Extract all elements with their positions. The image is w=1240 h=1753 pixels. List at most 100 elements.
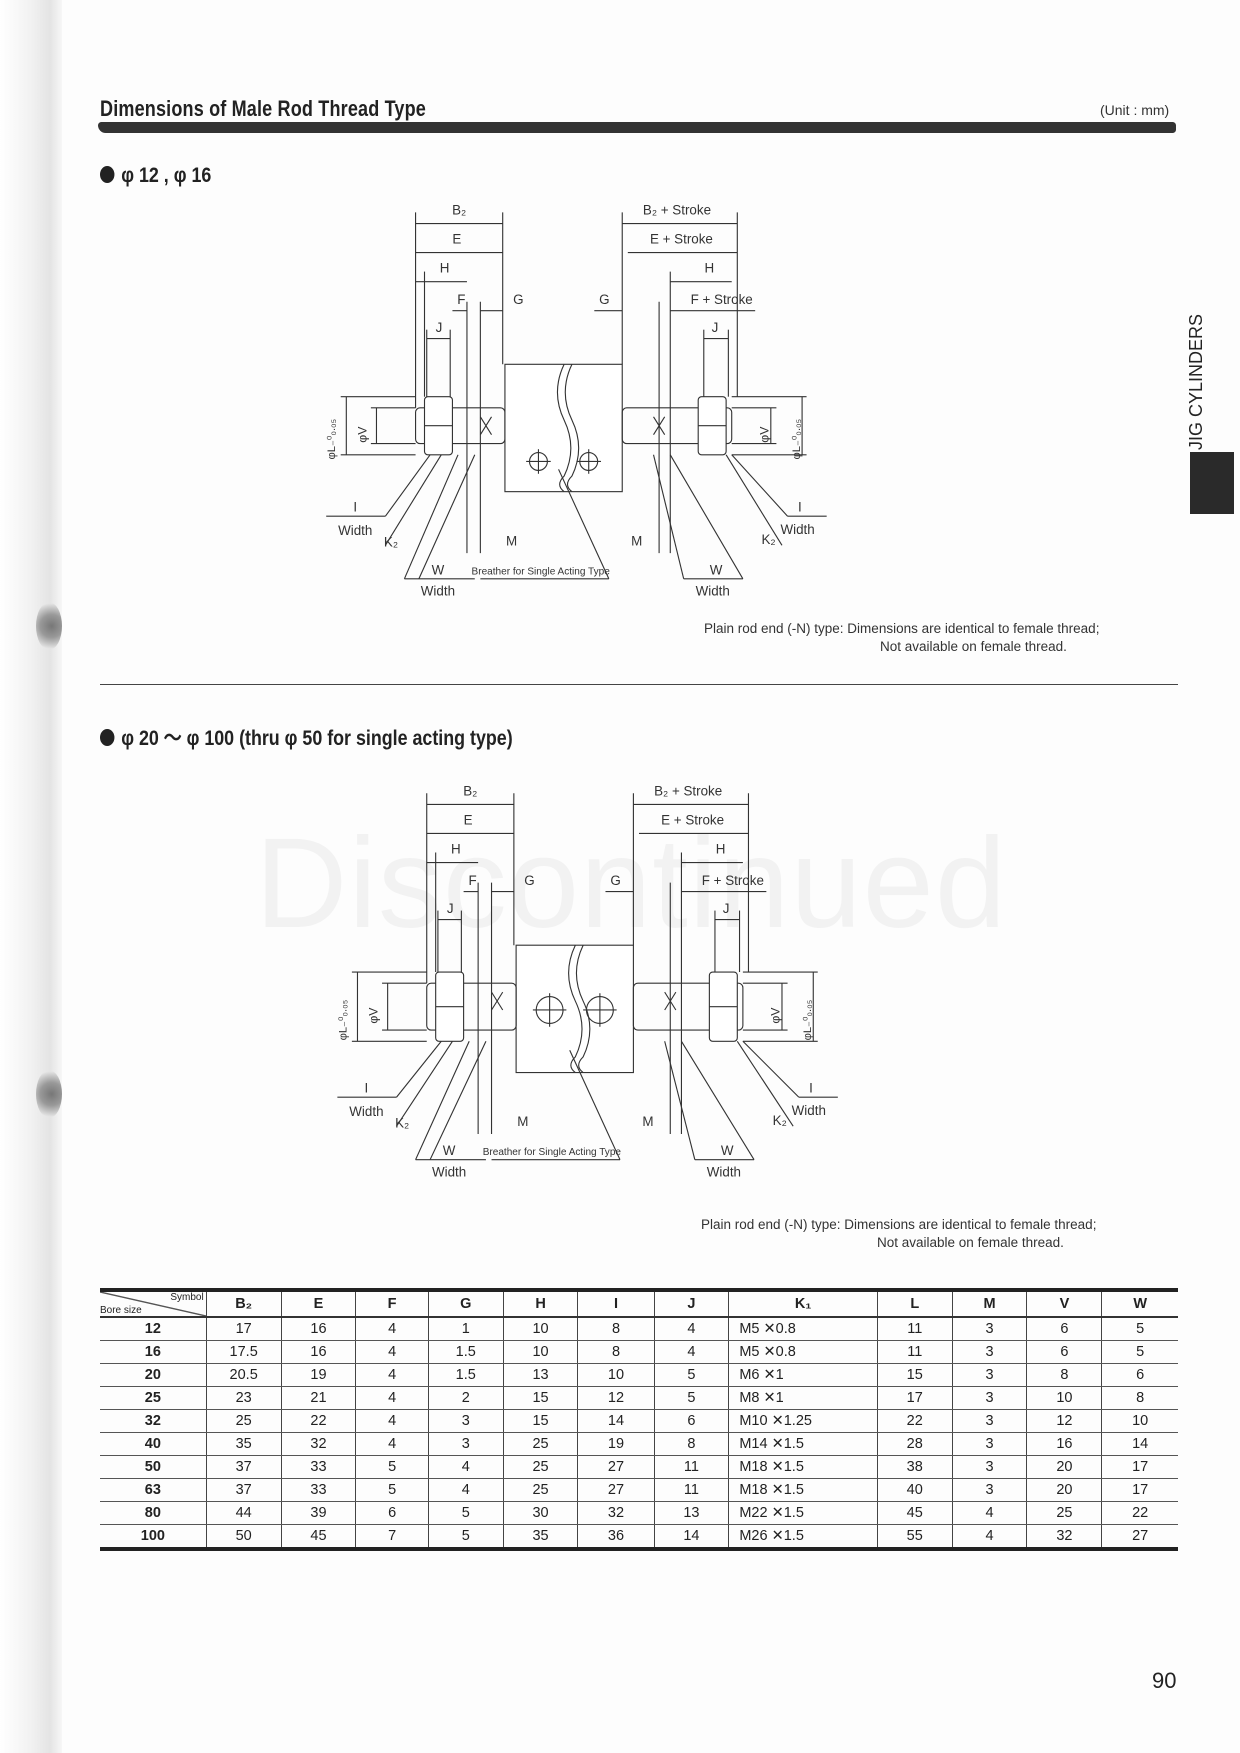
label-j: J xyxy=(712,320,719,335)
wrench-flat-icon xyxy=(479,416,493,435)
table-cell: 5 xyxy=(427,1501,504,1525)
label-b2-stroke: B₂ + Stroke xyxy=(643,203,711,218)
table-cell: M14 ✕1.5 xyxy=(728,1432,878,1456)
label-j: J xyxy=(436,320,443,335)
table-cell: 15 xyxy=(876,1363,953,1387)
leader-line xyxy=(680,1040,755,1160)
table-cell: 14 xyxy=(1101,1432,1178,1456)
table-cell: 10 xyxy=(502,1340,578,1364)
table-cell: M26 ✕1.5 xyxy=(728,1524,878,1550)
column-header: M xyxy=(951,1290,1027,1318)
table-cell: M18 ✕1.5 xyxy=(728,1455,878,1479)
table-cell: 13 xyxy=(653,1501,729,1525)
label-b2: B₂ xyxy=(463,784,477,799)
table-cell: 36 xyxy=(577,1524,655,1550)
bore-size-cell: 40 xyxy=(100,1432,207,1456)
table-cell: 10 xyxy=(1026,1386,1102,1410)
table-cell: 3 xyxy=(427,1409,504,1433)
label-m: M xyxy=(642,1114,653,1129)
leader-line xyxy=(429,1041,487,1160)
column-header: G xyxy=(427,1290,504,1318)
leader-line xyxy=(403,454,459,580)
label-m: M xyxy=(506,533,517,548)
table-cell: 5 xyxy=(355,1455,429,1479)
wrench-flat-icon xyxy=(491,991,504,1011)
leader-line xyxy=(725,454,783,546)
binder-hole xyxy=(36,602,62,650)
table-cell: 13 xyxy=(502,1363,578,1387)
table-cell: 5 xyxy=(653,1386,729,1410)
label-phi-v: φV xyxy=(355,426,369,443)
bullet-icon xyxy=(100,729,115,746)
leader-line xyxy=(418,454,476,580)
bullet-icon xyxy=(100,166,115,183)
table-cell: 11 xyxy=(876,1340,953,1364)
bore-size-cell: 63 xyxy=(100,1478,207,1502)
port-icon xyxy=(585,996,614,1024)
table-cell: 8 xyxy=(1101,1386,1178,1410)
table-cell: 17 xyxy=(1101,1455,1178,1479)
bore-size-cell: 100 xyxy=(100,1524,207,1550)
table-cell: 6 xyxy=(1026,1340,1102,1364)
table-cell: 6 xyxy=(653,1409,729,1433)
label-phi-v: φV xyxy=(367,1007,381,1024)
label-k2: K₂ xyxy=(384,534,398,549)
table-cell: 37 xyxy=(205,1478,282,1502)
column-header: J xyxy=(653,1290,729,1318)
leader-line xyxy=(558,469,610,580)
label-b2-stroke: B₂ + Stroke xyxy=(654,784,722,799)
table-cell: 40 xyxy=(876,1478,953,1502)
table-cell: 10 xyxy=(1101,1409,1178,1433)
table-cell: 3 xyxy=(951,1455,1027,1479)
column-header: E xyxy=(280,1290,356,1318)
side-tab-label: JIG CYLINDERS xyxy=(1186,313,1206,450)
table-cell: 14 xyxy=(653,1524,729,1550)
column-header: L xyxy=(876,1290,953,1318)
table-cell: 45 xyxy=(280,1524,356,1550)
leader-line xyxy=(396,1040,453,1127)
table-cell: 3 xyxy=(951,1363,1027,1387)
table-cell: 30 xyxy=(502,1501,578,1525)
table-cell: 27 xyxy=(577,1478,655,1502)
table-cell: 4 xyxy=(653,1317,729,1341)
label-i: I xyxy=(809,1081,813,1096)
table-cell: 17.5 xyxy=(205,1340,282,1364)
piston-rod-right xyxy=(621,407,733,445)
wrench-flat-icon xyxy=(653,416,666,435)
column-header: W xyxy=(1101,1290,1178,1318)
bore-size-cell: 16 xyxy=(100,1340,207,1364)
piston-rod-right xyxy=(632,982,744,1031)
break-line xyxy=(575,944,591,1074)
table-cell: 19 xyxy=(577,1432,655,1456)
table-cell: 1.5 xyxy=(427,1363,504,1387)
table-cell: 11 xyxy=(653,1455,729,1479)
table-cell: 32 xyxy=(280,1432,356,1456)
table-cell: 2 xyxy=(427,1386,504,1410)
port-icon xyxy=(535,996,564,1024)
table-cell: 20.5 xyxy=(205,1363,282,1387)
label-k2: K₂ xyxy=(773,1113,787,1128)
table-cell: 17 xyxy=(876,1386,953,1410)
rod-nut-right xyxy=(708,971,738,1042)
label-width: Width xyxy=(696,584,730,599)
discontinued-watermark: Discontinued xyxy=(255,810,1007,957)
leader-line xyxy=(415,1041,470,1160)
leader-line xyxy=(384,454,442,546)
table-cell: 4 xyxy=(355,1317,429,1341)
label-h: H xyxy=(440,261,450,276)
table-cell: 5 xyxy=(1101,1317,1178,1341)
leader-line xyxy=(669,454,744,580)
table-cell: 4 xyxy=(427,1455,504,1479)
table-cell: 35 xyxy=(502,1524,578,1550)
table-cell: 3 xyxy=(951,1386,1027,1410)
table-cell: 32 xyxy=(577,1501,655,1525)
table-cell: 22 xyxy=(280,1409,356,1433)
